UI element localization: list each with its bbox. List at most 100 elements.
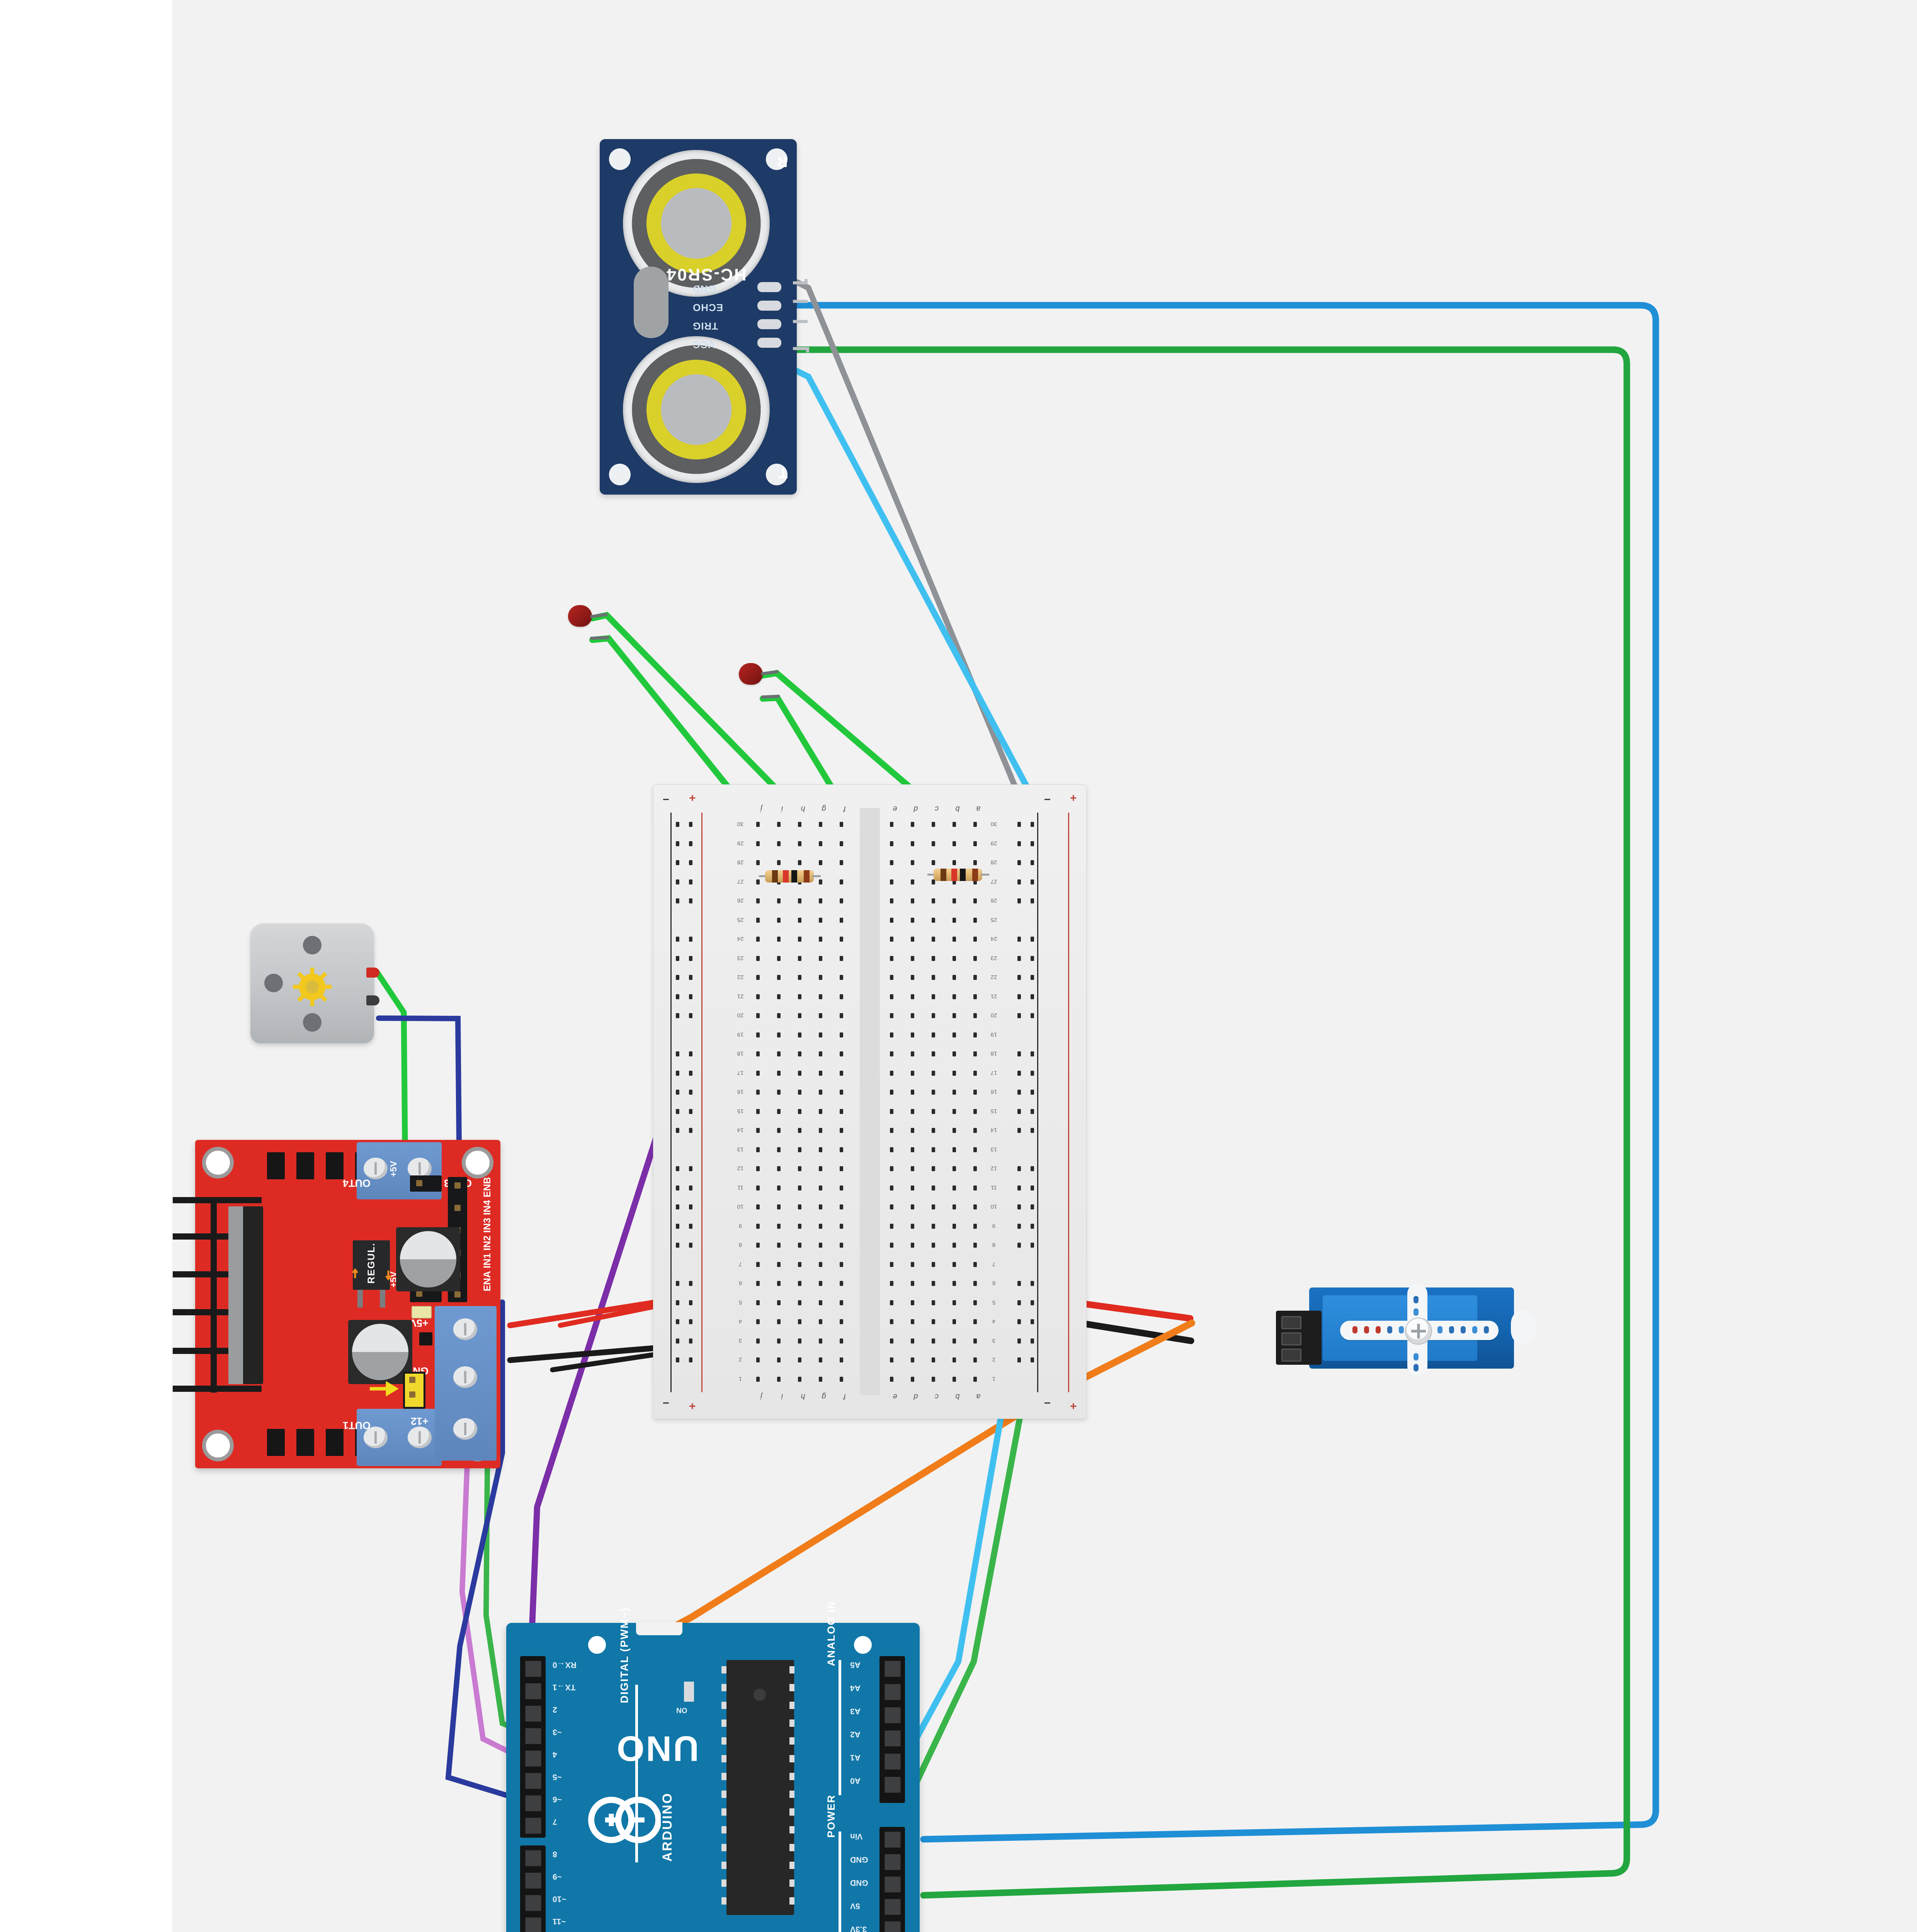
breadboard-hole[interactable] [819, 1147, 822, 1152]
breadboard-hole[interactable] [840, 1147, 843, 1152]
breadboard-hole[interactable] [819, 956, 822, 961]
breadboard-hole[interactable] [973, 1281, 977, 1286]
breadboard-hole[interactable] [890, 1013, 893, 1018]
breadboard-rail-hole[interactable] [689, 1243, 692, 1248]
breadboard-hole[interactable] [798, 1070, 801, 1076]
breadboard-hole[interactable] [777, 1223, 781, 1229]
analog-pin-socket[interactable] [885, 1661, 901, 1677]
breadboard-hole[interactable] [911, 1223, 914, 1229]
breadboard-hole[interactable] [890, 1147, 893, 1152]
breadboard-hole[interactable] [819, 822, 822, 827]
breadboard-hole[interactable] [953, 1051, 956, 1056]
breadboard-hole[interactable] [890, 1376, 893, 1382]
analog-pin-socket[interactable] [885, 1684, 901, 1700]
breadboard-hole[interactable] [973, 1147, 977, 1152]
breadboard-hole[interactable] [840, 1319, 843, 1324]
breadboard-hole[interactable] [756, 841, 760, 846]
breadboard-hole[interactable] [777, 1300, 781, 1305]
breadboard-hole[interactable] [890, 1319, 893, 1324]
breadboard-hole[interactable] [911, 1185, 914, 1190]
breadboard-hole[interactable] [932, 1338, 935, 1344]
breadboard-hole[interactable] [911, 841, 914, 846]
breadboard-rail-hole[interactable] [1017, 1051, 1021, 1056]
breadboard-hole[interactable] [973, 1013, 977, 1018]
arduino-uno-board[interactable]: RX←0 TX→1 2 ~3 4 ~5 ~6 7 8 ~9 ~10 ~11 12… [506, 1601, 920, 1932]
terminal-screw-12v[interactable] [453, 1418, 477, 1440]
breadboard-hole[interactable] [798, 1051, 801, 1056]
breadboard-rail-hole[interactable] [1031, 1013, 1034, 1018]
breadboard-hole[interactable] [756, 879, 760, 884]
breadboard-hole[interactable] [932, 994, 935, 999]
breadboard-hole[interactable] [777, 1204, 781, 1209]
power-pin-socket[interactable] [885, 1854, 901, 1870]
breadboard-hole[interactable] [973, 917, 977, 923]
breadboard-rail-hole[interactable] [676, 975, 679, 980]
breadboard-hole[interactable] [777, 841, 781, 846]
breadboard-hole[interactable] [756, 1300, 760, 1305]
breadboard-hole[interactable] [890, 975, 893, 980]
breadboard-hole[interactable] [777, 994, 781, 999]
breadboard-hole[interactable] [756, 1032, 760, 1037]
digital-pin-socket[interactable] [525, 1872, 541, 1889]
breadboard-rail-hole[interactable] [1031, 1051, 1034, 1056]
breadboard-hole[interactable] [932, 860, 935, 865]
breadboard-hole[interactable] [819, 975, 822, 980]
breadboard-hole[interactable] [953, 917, 956, 923]
jumper-pin[interactable] [416, 1291, 422, 1297]
breadboard-hole[interactable] [756, 975, 760, 980]
breadboard-hole[interactable] [932, 1357, 935, 1362]
breadboard-rail-hole[interactable] [1031, 1281, 1034, 1286]
breadboard-hole[interactable] [932, 956, 935, 961]
breadboard-hole[interactable] [890, 1223, 893, 1229]
breadboard-rail-hole[interactable] [689, 1070, 692, 1076]
breadboard-hole[interactable] [756, 1319, 760, 1324]
breadboard-hole[interactable] [777, 1185, 781, 1190]
breadboard-hole[interactable] [932, 1300, 935, 1305]
breadboard-hole[interactable] [890, 1185, 893, 1190]
digital-pin-socket[interactable] [525, 1917, 541, 1932]
breadboard-rail-hole[interactable] [1017, 1357, 1021, 1362]
breadboard-rail-hole[interactable] [1017, 879, 1021, 884]
breadboard-hole[interactable] [840, 1070, 843, 1076]
breadboard-rail-hole[interactable] [1031, 822, 1034, 827]
breadboard-rail-hole[interactable] [689, 1300, 692, 1305]
breadboard-rail-hole[interactable] [1031, 1338, 1034, 1344]
breadboard-hole[interactable] [911, 879, 914, 884]
breadboard-rail-hole[interactable] [689, 1051, 692, 1056]
breadboard-hole[interactable] [890, 898, 893, 903]
analog-pin-socket[interactable] [885, 1753, 901, 1770]
breadboard-rail-hole[interactable] [689, 898, 692, 903]
breadboard-rail-hole[interactable] [1017, 1109, 1021, 1114]
breadboard-hole[interactable] [932, 1376, 935, 1382]
breadboard-hole[interactable] [798, 994, 801, 999]
breadboard-rail-hole[interactable] [1031, 1070, 1034, 1076]
breadboard-hole[interactable] [819, 841, 822, 846]
breadboard-rail-hole[interactable] [1017, 994, 1021, 999]
breadboard-hole[interactable] [973, 1204, 977, 1209]
breadboard-hole[interactable] [819, 879, 822, 884]
breadboard-hole[interactable] [798, 1338, 801, 1344]
breadboard-rail-hole[interactable] [1031, 860, 1034, 865]
analog-pin-socket[interactable] [885, 1730, 901, 1747]
breadboard-rail-hole[interactable] [689, 1013, 692, 1018]
breadboard-hole[interactable] [973, 994, 977, 999]
breadboard-hole[interactable] [777, 1262, 781, 1267]
breadboard-hole[interactable] [756, 860, 760, 865]
breadboard-hole[interactable] [798, 1319, 801, 1324]
breadboard-hole[interactable] [777, 1243, 781, 1248]
breadboard-hole[interactable] [840, 1357, 843, 1362]
breadboard-rail-hole[interactable] [676, 879, 679, 884]
breadboard-hole[interactable] [819, 1204, 822, 1209]
breadboard-rail-hole[interactable] [676, 1109, 679, 1114]
breadboard-hole[interactable] [798, 1109, 801, 1114]
breadboard-rail-hole[interactable] [689, 1204, 692, 1209]
breadboard-hole[interactable] [953, 1204, 956, 1209]
breadboard-rail-hole[interactable] [1017, 1204, 1021, 1209]
breadboard-hole[interactable] [798, 1223, 801, 1229]
breadboard-rail-hole[interactable] [1031, 1128, 1034, 1133]
breadboard-hole[interactable] [756, 1013, 760, 1018]
breadboard-hole[interactable] [756, 1281, 760, 1286]
breadboard-hole[interactable] [953, 841, 956, 846]
breadboard-hole[interactable] [932, 1223, 935, 1229]
breadboard-hole[interactable] [911, 917, 914, 923]
